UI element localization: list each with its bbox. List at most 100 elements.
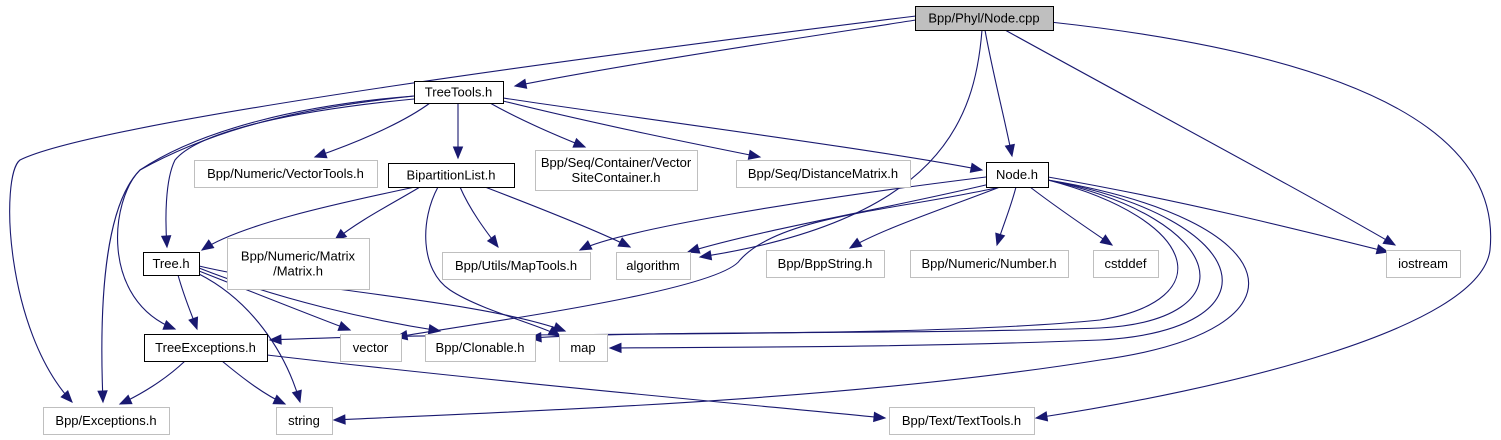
- node-box: [766, 250, 885, 278]
- node-treeexc[interactable]: TreeExceptions.h: [144, 334, 268, 362]
- node-algorithm[interactable]: algorithm: [616, 252, 691, 280]
- arrowhead-icon: [848, 237, 863, 249]
- node-box: [442, 252, 591, 280]
- node-node-h[interactable]: Node.h: [986, 162, 1049, 188]
- arrowhead-icon: [452, 146, 464, 160]
- node-bipartition[interactable]: BipartitionList.h: [388, 163, 515, 188]
- node-distmatrix[interactable]: Bpp/Seq/DistanceMatrix.h: [736, 160, 911, 188]
- node-label: Bpp/Utils/MapTools.h: [455, 258, 577, 273]
- node-label: BipartitionList.h: [407, 168, 496, 183]
- node-label: Bpp/Text/TextTools.h: [902, 413, 1021, 428]
- arrowhead-icon: [686, 243, 701, 254]
- arrowhead-icon: [1099, 234, 1114, 246]
- node-string[interactable]: string: [276, 407, 333, 435]
- node-maptools[interactable]: Bpp/Utils/MapTools.h: [442, 252, 591, 280]
- edge-line: [9, 15, 917, 403]
- node-treetools[interactable]: TreeTools.h: [414, 81, 504, 104]
- edge-line: [1047, 176, 1389, 253]
- edge-bipartition-to-algorithm: [484, 186, 632, 248]
- arrowhead-icon: [552, 322, 567, 332]
- node-label: map: [570, 340, 595, 355]
- edge-node_cpp-to-exceptions: [9, 15, 917, 403]
- node-iostream[interactable]: iostream: [1386, 250, 1461, 278]
- node-cstddef[interactable]: cstddef: [1093, 250, 1159, 278]
- node-node-cpp[interactable]: Bpp/Phyl/Node.cpp: [915, 6, 1054, 31]
- edge-line: [117, 95, 415, 330]
- edge-node_cpp-to-treetools: [513, 19, 917, 89]
- node-exceptions[interactable]: Bpp/Exceptions.h: [43, 407, 170, 435]
- arrowhead-icon: [427, 324, 442, 335]
- edge-treeexc-to-exceptions: [118, 360, 186, 405]
- edge-node_h-to-bppstring: [848, 186, 1001, 249]
- arrowhead-icon: [291, 389, 302, 404]
- node-map[interactable]: map: [559, 334, 608, 362]
- node-label: Bpp/Seq/DistanceMatrix.h: [748, 166, 898, 181]
- arrowhead-icon: [188, 316, 199, 331]
- node-texttools[interactable]: Bpp/Text/TextTools.h: [889, 407, 1035, 435]
- node-box: [1386, 250, 1461, 278]
- arrowhead-icon: [486, 234, 499, 249]
- node-tree-h[interactable]: Tree.h: [143, 252, 200, 276]
- node-box: [43, 407, 170, 435]
- edge-line: [514, 19, 917, 87]
- node-label: TreeTools.h: [425, 85, 492, 100]
- edge-treetools-to-node_h: [502, 97, 984, 173]
- arrowhead-icon: [995, 232, 1006, 247]
- arrowhead-icon: [969, 162, 984, 173]
- edge-line: [1004, 29, 1396, 246]
- edge-line: [165, 98, 415, 248]
- arrowhead-icon: [617, 237, 632, 248]
- node-label: Bpp/Numeric/Matrix: [241, 249, 356, 264]
- node-vector[interactable]: vector: [340, 334, 402, 362]
- edge-treeexc-to-texttools: [266, 354, 887, 423]
- node-label: /Matrix.h: [273, 264, 323, 279]
- edge-node_h-to-maptools: [578, 176, 987, 251]
- edge-node_h-to-cstddef: [1029, 186, 1114, 246]
- edge-line: [425, 186, 561, 337]
- node-label: Node.h: [996, 167, 1038, 182]
- edge-tree_h-to-vector: [198, 270, 352, 331]
- edges-layer: [9, 15, 1492, 425]
- node-label: vector: [353, 340, 389, 355]
- node-label: Bpp/Exceptions.h: [55, 413, 156, 428]
- arrowhead-icon: [698, 250, 713, 261]
- node-number[interactable]: Bpp/Numeric/Number.h: [910, 250, 1069, 278]
- node-bppstring[interactable]: Bpp/BppString.h: [766, 250, 885, 278]
- edge-line: [266, 354, 886, 419]
- arrowhead-icon: [160, 235, 172, 249]
- arrowhead-icon: [268, 334, 282, 345]
- arrowhead-icon: [1004, 143, 1015, 158]
- arrowhead-icon: [747, 149, 762, 160]
- edge-treetools-to-vsc: [489, 102, 587, 148]
- arrowhead-icon: [608, 342, 622, 354]
- arrowhead-icon: [60, 390, 73, 403]
- edge-tree_h-to-string: [198, 273, 302, 404]
- arrowhead-icon: [118, 394, 133, 405]
- node-box: [276, 407, 333, 435]
- arrowhead-icon: [97, 390, 108, 404]
- arrowhead-icon: [1382, 234, 1397, 246]
- node-clonable[interactable]: Bpp/Clonable.h: [425, 334, 536, 362]
- node-box: [414, 81, 504, 104]
- edge-line: [502, 97, 983, 171]
- arrowhead-icon: [313, 148, 328, 159]
- node-label: algorithm: [626, 258, 679, 273]
- edge-treetools-to-bipartition: [452, 103, 464, 160]
- arrowhead-icon: [1375, 244, 1390, 255]
- node-matrix[interactable]: Bpp/Numeric/Matrix/Matrix.h: [227, 238, 370, 290]
- edge-line: [395, 186, 1001, 338]
- edge-treetools-to-exceptions: [97, 95, 415, 404]
- node-label: Tree.h: [152, 256, 189, 271]
- edge-line: [609, 179, 1223, 349]
- node-vectortools[interactable]: Bpp/Numeric/VectorTools.h: [194, 160, 378, 188]
- edge-line: [579, 176, 987, 251]
- arrowhead-icon: [337, 321, 352, 331]
- edge-node_h-to-string: [332, 179, 1249, 425]
- edge-treeexc-to-string: [221, 360, 287, 405]
- edge-node_h-to-algorithm: [686, 183, 991, 254]
- node-label: iostream: [1398, 256, 1448, 271]
- node-box: [1093, 250, 1159, 278]
- edge-line: [198, 270, 351, 331]
- edge-node_cpp-to-node_h: [984, 29, 1015, 158]
